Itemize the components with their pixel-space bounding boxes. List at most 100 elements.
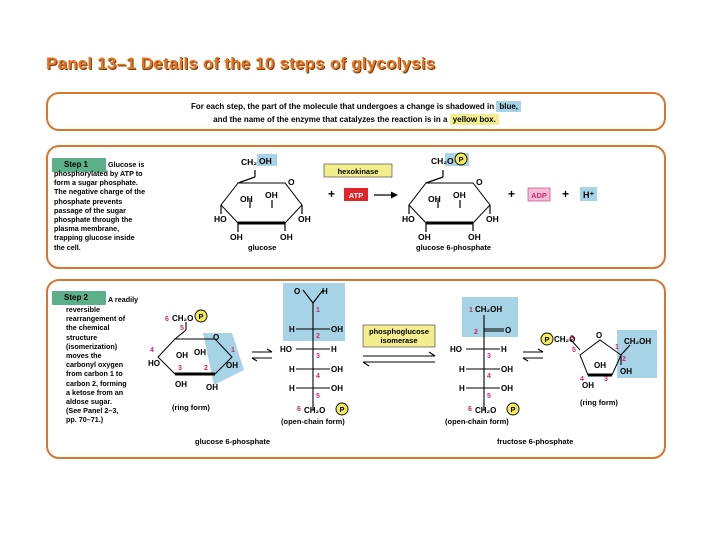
step2-ring-ho: HO (148, 359, 160, 368)
open-chain-right (466, 315, 504, 410)
step2-tag: Step 2 (52, 291, 106, 305)
step2-desc-line-0: A readily (108, 295, 139, 304)
step1-desc-line-9: the cell. (54, 242, 81, 252)
atp-box (344, 188, 368, 201)
step2-open-chain-left: (open-chain form) (281, 417, 345, 426)
step2-open-chain-right: (open-chain form) (445, 417, 509, 426)
isomerase-label-1: phosphoglucose (369, 327, 429, 336)
open-left-oh-2: OH (331, 325, 343, 334)
fructose-ring-ch2oh: CH₂OH (624, 337, 651, 346)
step2-desc-line-1: reversible (66, 305, 100, 314)
fructose-ring (570, 339, 631, 377)
step2-ring-oh-bottom: OH (175, 380, 187, 389)
fructose-num-6: 6 (570, 335, 574, 342)
glucose-ch2oh: CH₂OH (241, 157, 270, 167)
open-left-phosphate-icon (335, 402, 349, 416)
step2-ring-h: OH (194, 348, 206, 357)
open-right-h-3: H (501, 345, 507, 354)
open-right-num-2: 2 (474, 329, 478, 336)
g6p-ho: HO (402, 214, 415, 224)
step2-right-name: fructose 6-phosphate (497, 437, 573, 446)
equilibrium-arrows-right (522, 348, 544, 362)
g6p-ring-o: O (476, 177, 483, 187)
step2-desc-line-5: (isomerization) (66, 341, 118, 351)
fructose-ring-phosphate-p: P (544, 335, 549, 344)
g6p-oh-2: OH (468, 232, 481, 242)
open-left-num-3: 3 (316, 353, 320, 360)
equilibrium-arrows-left (251, 348, 273, 362)
open-left-oh-5: OH (331, 384, 343, 393)
open-left-oh-4: OH (331, 365, 343, 374)
step2-desc-line-6: moves the (66, 351, 102, 361)
step1-desc-line-2: form a sugar phosphate. (54, 178, 138, 188)
step2-ring-num-1: 1 (231, 347, 235, 354)
step2-desc-line-12: (See Panel 2–3, (66, 406, 119, 416)
open-left-h-2: H (289, 325, 295, 334)
legend-line-2: and the name of the enzyme that catalyze… (48, 114, 664, 125)
step2-desc-line-7: carbonyl oxygen (66, 360, 124, 370)
open-right-phosphate-p: P (510, 405, 515, 414)
step1-desc-line-5: passage of the sugar (54, 205, 126, 215)
step2-desc-line-2: rearrangement of (66, 314, 126, 324)
fructose-ring-oh-2: OH (620, 367, 632, 376)
open-chain-left (296, 289, 330, 410)
fructose-ring-och2: CH₂O (554, 335, 575, 344)
step1-tag: Step 1 (52, 158, 106, 172)
open-right-oh-4: OH (501, 365, 513, 374)
step2-desc-line-4: structure (66, 332, 98, 342)
open-right-ho-3: HO (450, 345, 462, 354)
glucose-oh-bottom: OH (230, 232, 243, 242)
fructose-num-5: 5 (572, 347, 576, 354)
step2-desc-line-9: carbon 2, forming (66, 378, 127, 388)
proton-box (580, 187, 597, 201)
step2-ring-form-left: (ring form) (172, 403, 210, 412)
glucose-label: glucose (248, 243, 276, 252)
legend-box: For each step, the part of the molecule … (46, 92, 666, 131)
open-left-num-6: 6 (297, 406, 301, 413)
g6p-oh-3: OH (453, 190, 466, 200)
step2-ring-oh-4: OH (176, 351, 188, 360)
glucose-ho: HO (214, 214, 227, 224)
open-right-num-5: 5 (487, 393, 491, 400)
g6p-ch2o: CH₂O (431, 156, 454, 166)
step1-desc-line-0: Glucose is (108, 160, 145, 169)
step2-glucose-ring (157, 322, 233, 376)
open-left-h-top: H (322, 287, 328, 296)
legend-yellow-highlight: yellow box. (449, 114, 499, 125)
glucose-oh-3: OH (265, 190, 278, 200)
open-left-h-3: H (331, 345, 337, 354)
step1-desc-line-6: phosphate through the (54, 215, 133, 225)
step2-desc-line-3: the chemical (66, 323, 110, 333)
open-left-o: O (294, 287, 300, 296)
step2-desc-line-11: aldose sugar. (66, 397, 112, 407)
step1-arrowhead (391, 191, 398, 199)
step1-plus-1: + (328, 187, 335, 201)
g6p-label: glucose 6-phosphate (416, 243, 491, 252)
g6p-oh-1: OH (486, 214, 499, 224)
step1-desc-lines: phosphorylated by ATP to form a sugar ph… (54, 169, 145, 252)
hexokinase-box (323, 163, 393, 178)
open-right-num-4: 4 (487, 373, 491, 380)
step2-ring-phosphate-icon (194, 309, 208, 323)
step1-desc-line-4: phosphate prevents (54, 196, 123, 206)
step1-plus-2: + (508, 187, 515, 201)
open-right-h-5: H (459, 384, 465, 393)
step2-desc-line-10: a ketose from an (66, 387, 124, 397)
g6p-oh-bottom: OH (418, 232, 431, 242)
open-left-num-1: 1 (316, 307, 320, 314)
fructose-num-2: 2 (622, 356, 626, 363)
glucose-molecule (220, 170, 303, 232)
step2-panel (46, 279, 666, 459)
step2-desc-lines: reversible rearrangement of the chemical… (66, 305, 127, 425)
open-left-h-4: H (289, 365, 295, 374)
fructose-ring-highlight (617, 330, 657, 378)
step2-ring-num-2: 2 (204, 365, 208, 372)
glucose-oh-highlight (257, 154, 277, 166)
step2-ring-o: O (213, 333, 219, 342)
legend-text-2: and the name of the enzyme that catalyze… (213, 115, 448, 124)
step2-desc-line-8: from carbon 1 to (66, 369, 123, 379)
open-right-ch2o: CH₂O (475, 406, 496, 415)
proton-label: H⁺ (583, 190, 594, 200)
step2-fructose-chain-highlight (462, 297, 518, 337)
fructose-num-4: 4 (580, 376, 584, 383)
